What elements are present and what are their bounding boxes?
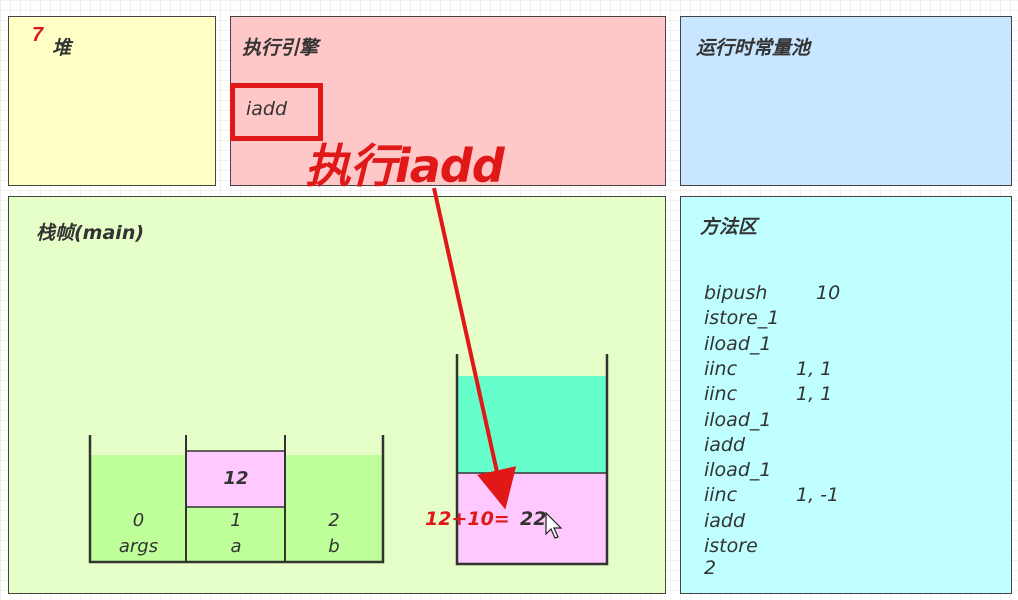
local-slot-2-name: b (328, 536, 340, 557)
runtime-constant-pool-panel (680, 16, 1012, 186)
operand-stack (455, 354, 609, 566)
bytecode-op: istore 2 (704, 535, 758, 579)
current-instruction: iadd (246, 98, 288, 120)
bytecode-arg: 10 (816, 282, 841, 304)
cursor-icon (545, 511, 563, 539)
bytecode-op: istore_1 (704, 307, 780, 330)
execution-engine-panel (230, 16, 666, 186)
local-slot-1-value: 12 (223, 468, 249, 489)
method-area-panel (680, 196, 1012, 594)
operand-stack-value: 22 (520, 508, 547, 530)
action-label: 执行iadd (305, 139, 505, 193)
local-slot-0-index: 0 (132, 510, 145, 531)
operand-stack-top-fill (458, 376, 606, 473)
local-slot-2-index: 2 (328, 510, 340, 531)
local-slot-2-fill (286, 455, 382, 562)
local-slot-1-name: a (230, 536, 242, 557)
bytecode-op: iload_1 (704, 408, 772, 431)
stack-frame-title: 栈帧(main) (36, 222, 145, 244)
local-slot-1-fill (187, 507, 285, 562)
method-area-title: 方法区 (700, 216, 758, 238)
bytecode-arg: 1, 1 (796, 357, 833, 380)
bytecode-op: iload_1 (704, 459, 772, 482)
bytecode-op: iadd (704, 509, 746, 532)
local-slot-0-name: args (118, 536, 159, 557)
constant-pool-title: 运行时常量池 (696, 37, 811, 59)
instruction-highlight-box (230, 83, 323, 141)
bytecode-op: iinc (704, 484, 738, 507)
bytecode-op: bipush (704, 282, 768, 304)
heap-panel (8, 16, 216, 186)
bytecode-op: iinc (704, 357, 738, 380)
red-arrow (432, 187, 517, 510)
bytecode-op: iinc (704, 383, 738, 406)
bytecode-arg: 1, -1 (796, 484, 840, 507)
local-variable-table (88, 435, 385, 564)
step-number: 7 (32, 24, 44, 46)
bytecode-arg: 1, 1 (796, 383, 833, 406)
local-slot-1-index: 1 (230, 510, 242, 531)
heap-title: 堆 (52, 37, 72, 59)
bytecode-op: iload_1 (704, 332, 772, 355)
local-slot-1-value-fill (187, 451, 285, 507)
engine-title: 执行引擎 (242, 37, 319, 59)
local-slot-0-fill (91, 455, 186, 562)
expression-label: 12+10= (425, 508, 510, 530)
bytecode-op: iadd (704, 433, 746, 456)
